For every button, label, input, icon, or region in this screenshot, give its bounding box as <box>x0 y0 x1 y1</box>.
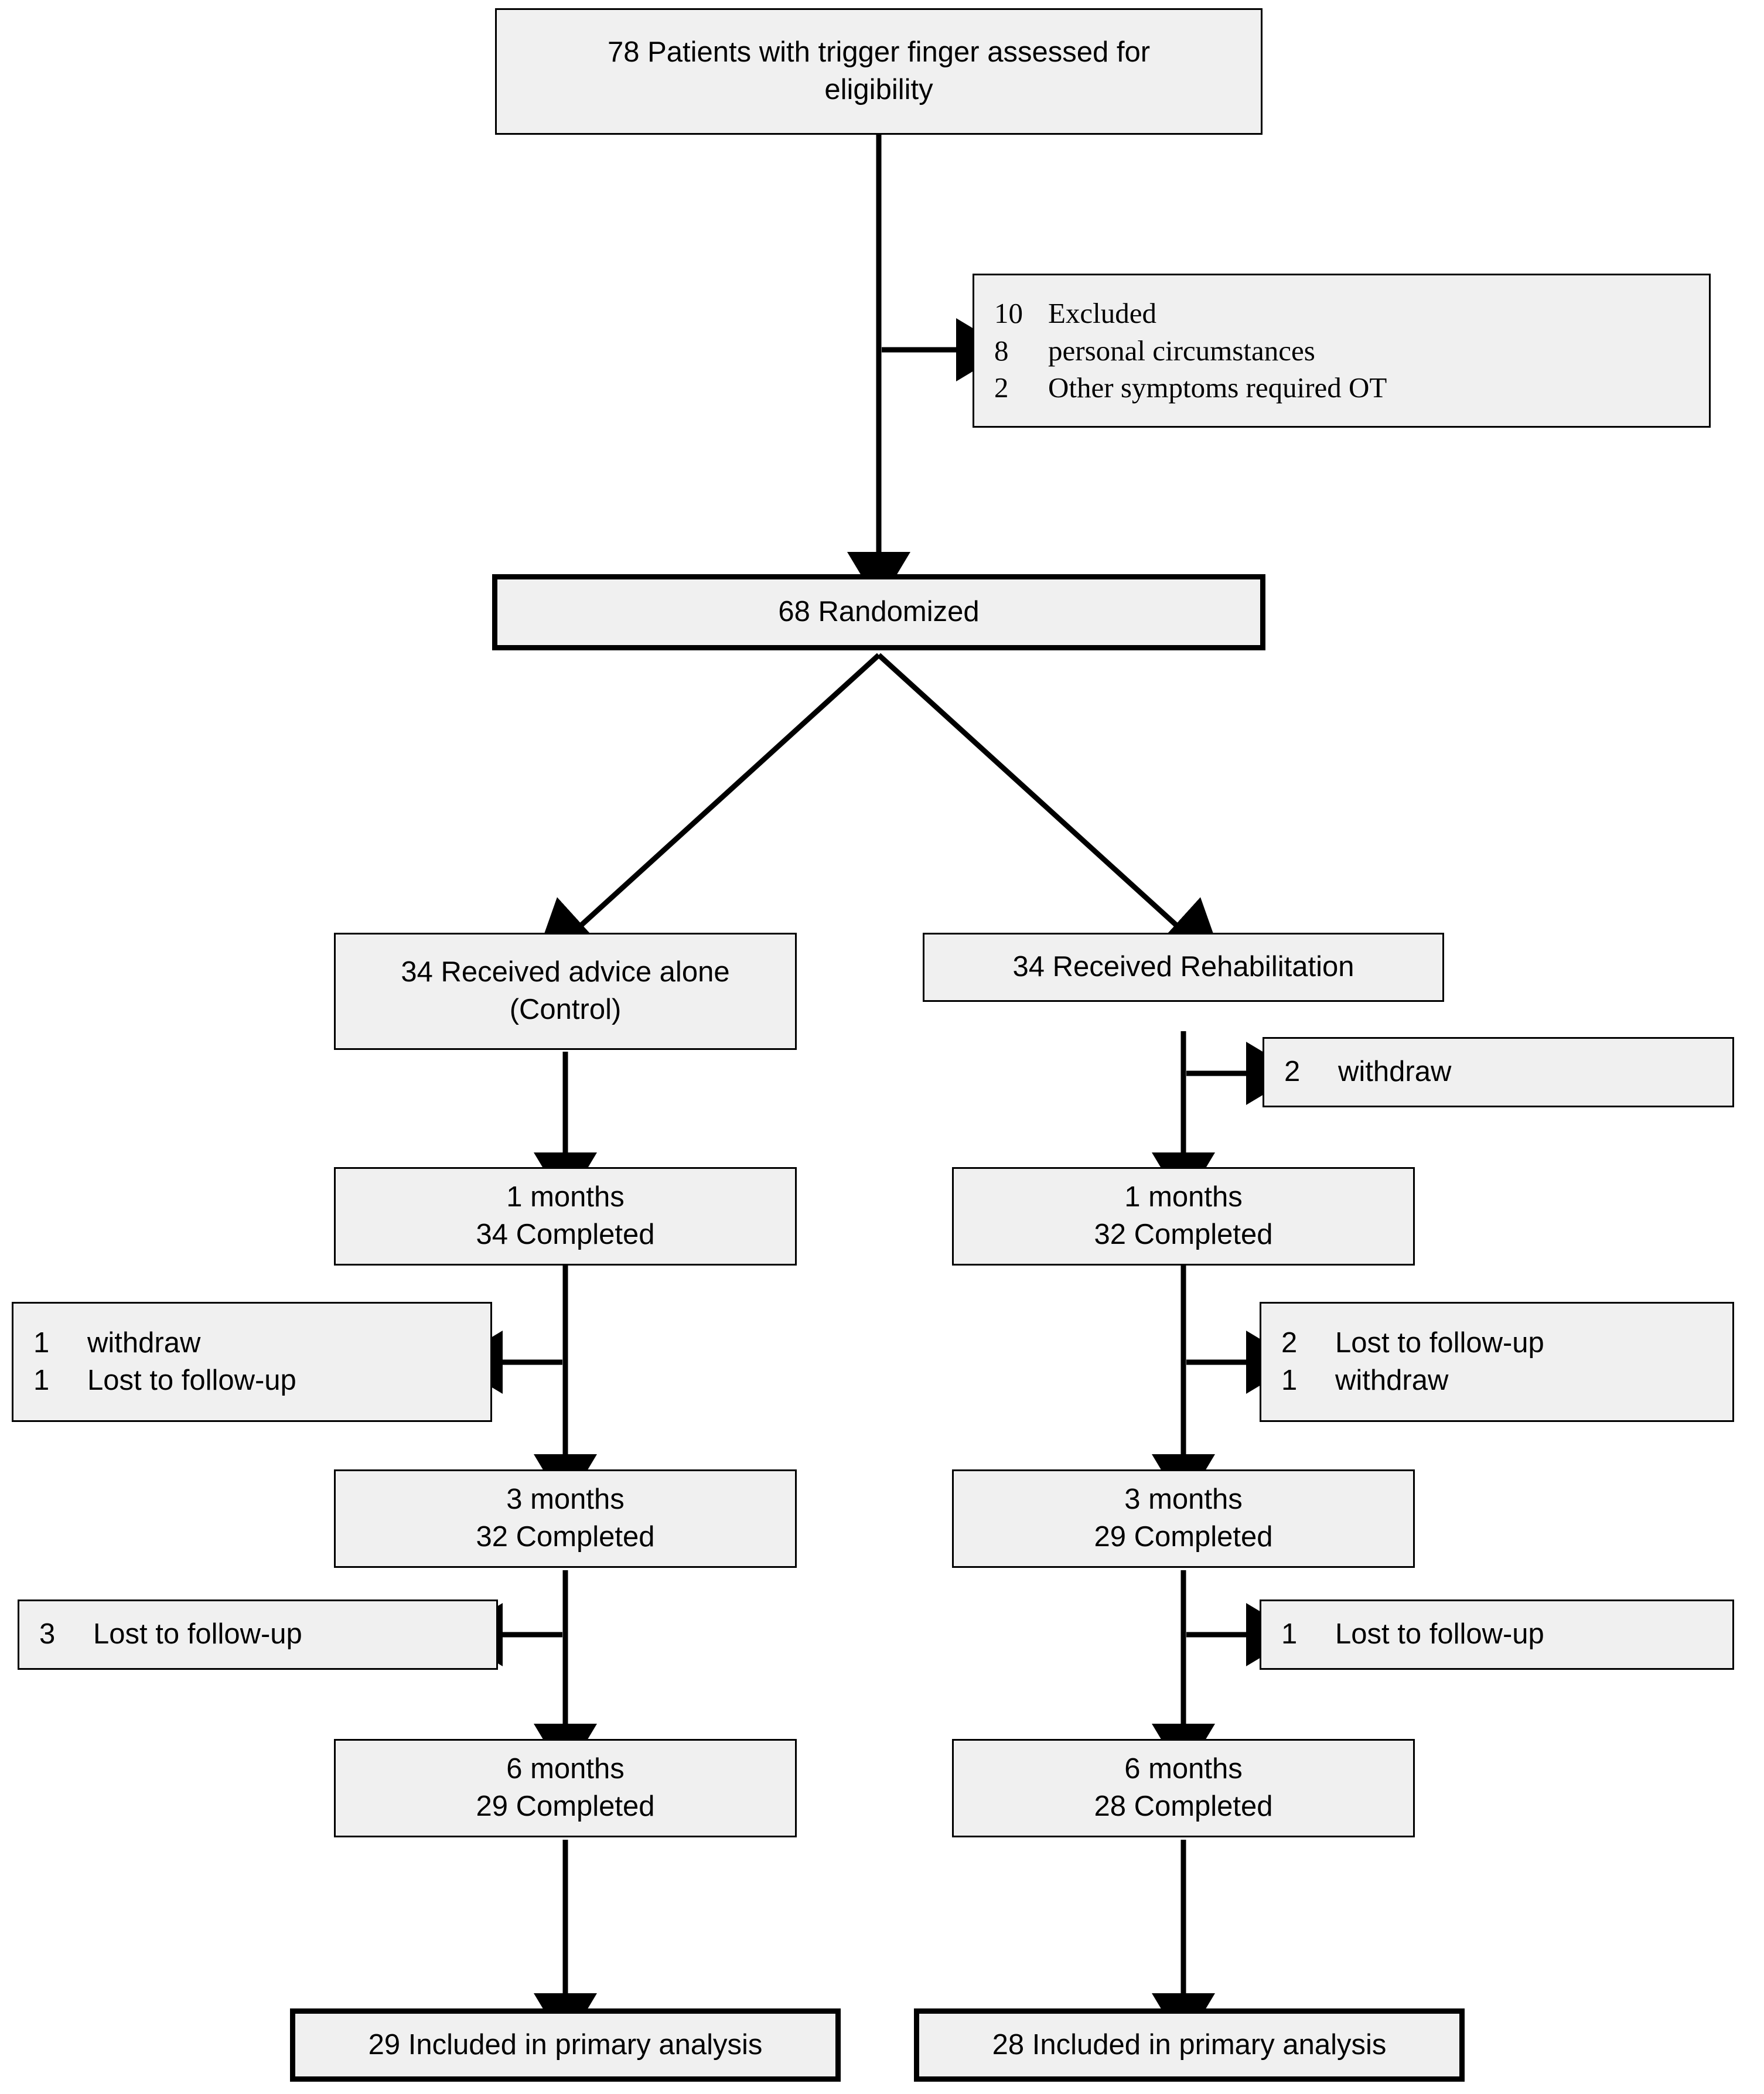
rehab-dropout-1m-row-2-label: withdraw <box>1335 1364 1449 1396</box>
control-dropout-1m-row-2: 1 Lost to follow-up <box>13 1362 490 1400</box>
connector-randomized-to-rehab <box>876 653 1227 971</box>
node-rehab-withdraw-initial: 2 withdraw <box>1263 1037 1734 1107</box>
control-analysis-label: 29 Included in primary analysis <box>368 2028 763 2061</box>
rehab-withdraw-initial-row: 2 withdraw <box>1264 1053 1732 1091</box>
rehab-withdraw-initial-count: 2 <box>1284 1056 1301 1088</box>
control-dropout-3m-label: Lost to follow-up <box>93 1618 302 1650</box>
rehab-dropout-1m-row-1-label: Lost to follow-up <box>1335 1326 1544 1359</box>
control-dropout-3m-count: 3 <box>39 1618 56 1650</box>
rehab-dropout-3m-row: 1 Lost to follow-up <box>1261 1616 1732 1653</box>
rehab-dropout-3m-count: 1 <box>1281 1618 1298 1650</box>
node-control-3-month: 3 months 32 Completed <box>334 1469 797 1568</box>
control-1m-line-2: 34 Completed <box>476 1219 655 1250</box>
rehab-dropout-1m-row-1-count: 2 <box>1281 1326 1298 1359</box>
node-randomized: 68 Randomized <box>492 574 1265 650</box>
control-dropout-3m-row: 3 Lost to follow-up <box>19 1616 496 1653</box>
node-rehab-dropout-1-month: 2 Lost to follow-up 1 withdraw <box>1260 1302 1734 1422</box>
control-dropout-1m-row-2-count: 1 <box>33 1364 50 1396</box>
node-rehab-3-month: 3 months 29 Completed <box>952 1469 1415 1568</box>
node-rehab-6-month: 6 months 28 Completed <box>952 1739 1415 1837</box>
excluded-row-1-label: Excluded <box>1048 296 1157 329</box>
control-arm-line-2: (Control) <box>509 994 622 1025</box>
control-dropout-1m-row-1: 1 withdraw <box>13 1325 490 1362</box>
excluded-row-1: 10 Excluded <box>974 295 1709 332</box>
excluded-row-1-count: 10 <box>994 296 1023 329</box>
rehab-dropout-1m-row-2: 1 withdraw <box>1261 1362 1732 1400</box>
rehab-6m-line-1: 6 months <box>1124 1753 1243 1785</box>
control-dropout-1m-row-2-label: Lost to follow-up <box>87 1364 296 1396</box>
randomized-label: 68 Randomized <box>778 596 980 628</box>
excluded-row-2-count: 8 <box>994 334 1009 367</box>
rehab-1m-line-2: 32 Completed <box>1094 1219 1273 1250</box>
control-3m-line-1: 3 months <box>506 1483 625 1516</box>
node-rehab-arm: 34 Received Rehabilitation <box>923 933 1444 1002</box>
node-control-1-month: 1 months 34 Completed <box>334 1167 797 1266</box>
rehab-6m-line-2: 28 Completed <box>1094 1791 1273 1822</box>
node-rehab-primary-analysis: 28 Included in primary analysis <box>914 2008 1465 2082</box>
node-excluded: 10 Excluded 8 personal circumstances 2 O… <box>973 274 1711 428</box>
control-dropout-1m-row-1-count: 1 <box>33 1326 50 1359</box>
rehab-arm-line-1: 34 Received Rehabilitation <box>1012 951 1354 983</box>
node-control-dropout-3-month: 3 Lost to follow-up <box>18 1600 498 1670</box>
control-3m-line-2: 32 Completed <box>476 1521 655 1553</box>
enrollment-line-2: eligibility <box>824 74 933 105</box>
rehab-withdraw-initial-label: withdraw <box>1338 1056 1452 1088</box>
excluded-row-3-count: 2 <box>994 371 1009 404</box>
control-6m-line-1: 6 months <box>506 1753 625 1785</box>
node-control-6-month: 6 months 29 Completed <box>334 1739 797 1837</box>
control-1m-line-1: 1 months <box>506 1181 625 1213</box>
rehab-dropout-1m-row-2-count: 1 <box>1281 1364 1298 1396</box>
control-arm-line-1: 34 Received advice alone <box>401 956 730 988</box>
rehab-3m-line-2: 29 Completed <box>1094 1521 1273 1553</box>
node-control-primary-analysis: 29 Included in primary analysis <box>290 2008 841 2082</box>
enrollment-line-1: 78 Patients with trigger finger assessed… <box>607 36 1151 69</box>
excluded-row-2-label: personal circumstances <box>1048 334 1315 367</box>
excluded-row-3: 2 Other symptoms required OT <box>974 369 1709 407</box>
rehab-dropout-1m-row-1: 2 Lost to follow-up <box>1261 1325 1732 1362</box>
excluded-row-2: 8 personal circumstances <box>974 332 1709 370</box>
node-rehab-dropout-3-month: 1 Lost to follow-up <box>1260 1600 1734 1670</box>
rehab-1m-line-1: 1 months <box>1124 1181 1243 1213</box>
control-dropout-1m-row-1-label: withdraw <box>87 1326 201 1359</box>
rehab-3m-line-1: 3 months <box>1124 1483 1243 1516</box>
node-enrollment: 78 Patients with trigger finger assessed… <box>495 8 1263 135</box>
excluded-row-3-label: Other symptoms required OT <box>1048 371 1387 404</box>
control-6m-line-2: 29 Completed <box>476 1791 655 1822</box>
rehab-dropout-3m-label: Lost to follow-up <box>1335 1618 1544 1650</box>
node-control-dropout-1-month: 1 withdraw 1 Lost to follow-up <box>12 1302 492 1422</box>
rehab-analysis-label: 28 Included in primary analysis <box>992 2028 1387 2061</box>
node-control-arm: 34 Received advice alone (Control) <box>334 933 797 1050</box>
connector-randomized-to-control <box>531 653 881 971</box>
node-rehab-1-month: 1 months 32 Completed <box>952 1167 1415 1266</box>
